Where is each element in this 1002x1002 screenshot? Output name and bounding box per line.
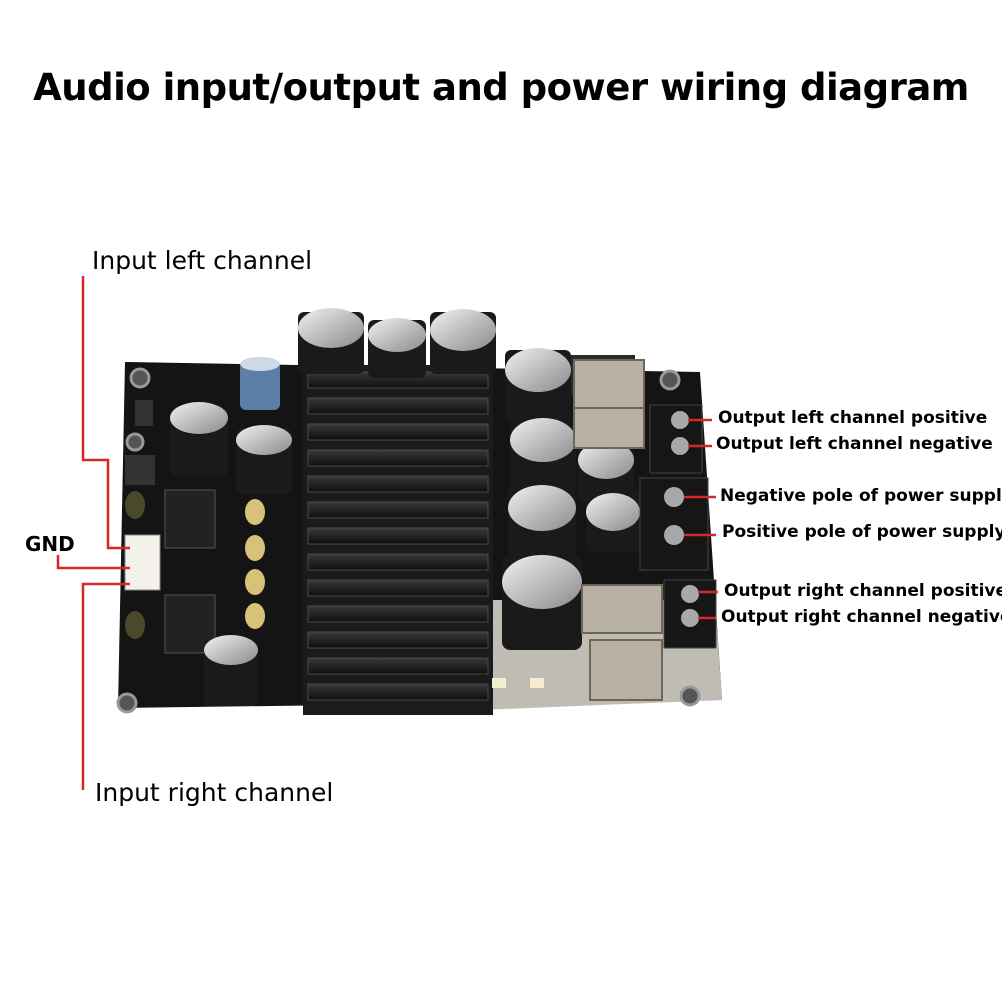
inductor [589, 639, 663, 701]
terminal-block-power [639, 477, 709, 571]
screw [664, 525, 684, 545]
heatsink-fin [307, 631, 489, 649]
capacitor [578, 440, 634, 502]
mount-hole [659, 369, 681, 391]
capacitor [510, 418, 576, 488]
capacitor [368, 318, 426, 378]
screw [681, 609, 699, 627]
screw [664, 487, 684, 507]
leader-input-left [81, 276, 130, 550]
label-negative-power: Negative pole of power supply [720, 486, 1002, 506]
heatsink-fin [307, 527, 489, 545]
terminal-block-right-output [663, 579, 717, 649]
capacitor [586, 490, 640, 552]
screw [671, 437, 689, 455]
inductor [573, 407, 645, 449]
mount-hole [116, 692, 138, 714]
heatsink-fin [307, 683, 489, 701]
heatsink-fin [307, 423, 489, 441]
label-input-left-channel: Input left channel [92, 246, 313, 275]
leader-lines [56, 276, 718, 790]
label-gnd: GND [25, 532, 75, 556]
mount-hole [679, 685, 701, 707]
inductor [573, 359, 645, 409]
label-output-left-positive: Output left channel positive [718, 408, 988, 428]
heatsink-fin [307, 579, 489, 597]
capacitor [170, 402, 228, 476]
capacitor [430, 309, 496, 374]
heatsink-fin [307, 553, 489, 571]
capacitor [236, 425, 292, 494]
small-capacitors [245, 499, 265, 629]
leader-gnd [56, 555, 130, 570]
capacitor [505, 348, 571, 420]
diagram-title: Audio input/output and power wiring diag… [33, 66, 969, 109]
label-output-right-positive: Output right channel positive [724, 581, 1002, 601]
screw [681, 585, 699, 603]
left-components [124, 357, 280, 654]
heatsink-fin [307, 501, 489, 519]
heatsink-fin [307, 605, 489, 623]
input-connector [124, 534, 161, 591]
label-output-right-negative: Output right channel negative [721, 607, 1002, 627]
mount-hole [129, 367, 151, 389]
heatsink [303, 365, 493, 715]
led [530, 678, 544, 688]
capacitor [204, 635, 258, 706]
leader-input-right [81, 582, 130, 790]
capacitor [508, 485, 576, 557]
heatsink-fin [307, 449, 489, 467]
label-positive-power: Positive pole of power supply [722, 522, 1002, 542]
heatsink-fins [307, 371, 489, 701]
mount-hole [125, 432, 145, 452]
heatsink-fin [307, 657, 489, 675]
heatsink-fin [307, 397, 489, 415]
terminal-block-left-output [649, 404, 703, 474]
label-output-left-negative: Output left channel negative [716, 434, 993, 454]
inductor [581, 584, 663, 634]
capacitor [298, 308, 364, 374]
led [492, 678, 506, 688]
screw [671, 411, 689, 429]
label-input-right-channel: Input right channel [95, 778, 334, 807]
capacitor [502, 555, 582, 650]
heatsink-fin [307, 475, 489, 493]
